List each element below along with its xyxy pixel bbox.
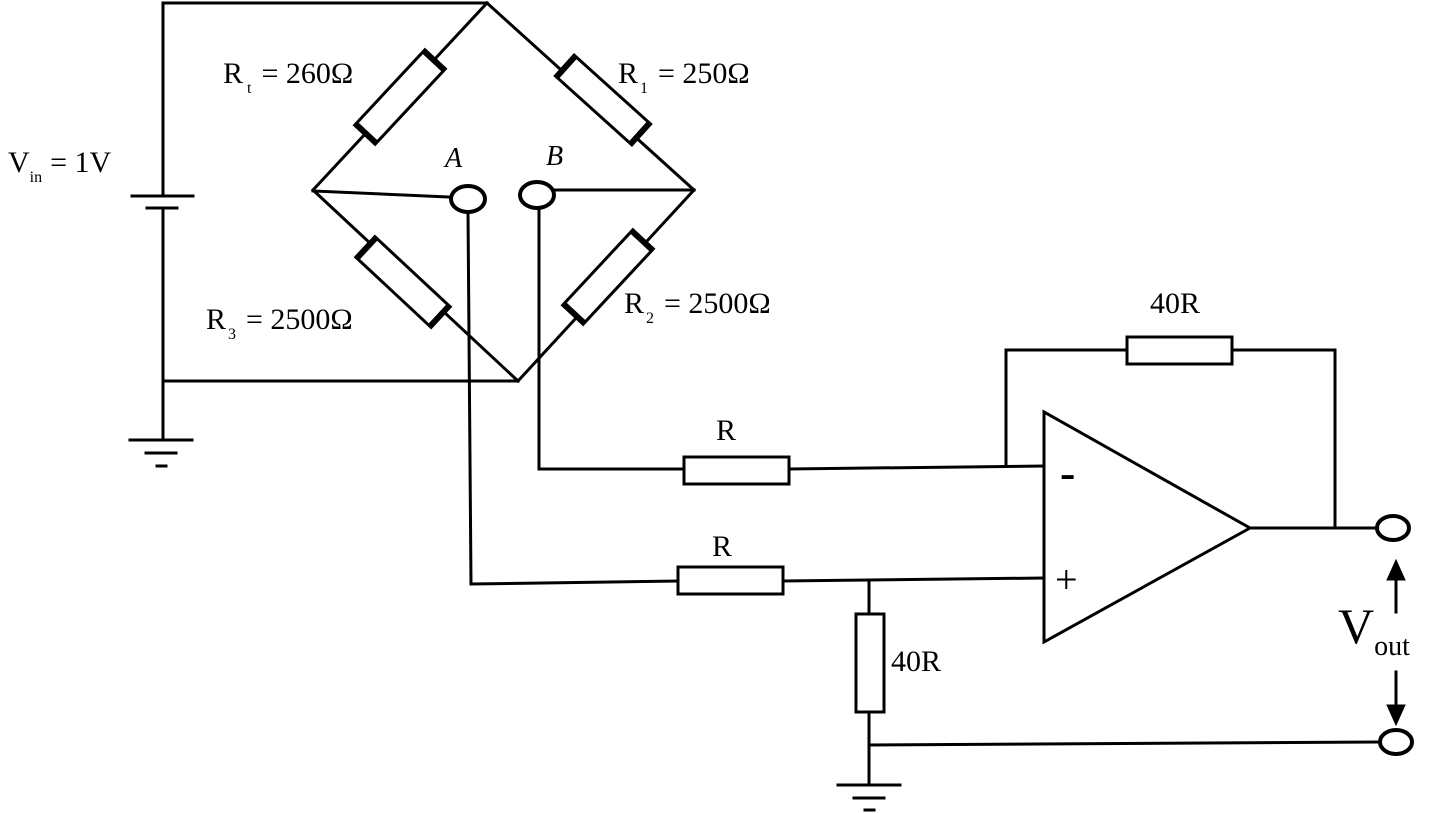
resistor-input-plus <box>676 565 785 596</box>
resistor-r3 <box>353 234 453 330</box>
resistor-feedback <box>1125 335 1234 366</box>
output-terminal-bottom <box>1378 728 1414 756</box>
node-b-label: B <box>546 141 563 172</box>
node-a-terminal <box>449 184 487 214</box>
vout-arrow-down <box>1386 670 1406 727</box>
vin-value: = 1V <box>50 146 111 179</box>
resistor-r1 <box>553 53 653 147</box>
input-resistor-plus-label: R <box>712 530 732 563</box>
input-resistor-minus-label: R <box>716 414 736 447</box>
resistor-ground-leg <box>854 612 886 714</box>
node-a-label: A <box>443 143 463 174</box>
op-amp-minus-sign: - <box>1060 447 1075 498</box>
feedback-resistor-label: 40R <box>1150 287 1200 320</box>
vout-main: V <box>1338 598 1374 654</box>
vout-label: Vout <box>1338 598 1410 662</box>
voltage-source <box>130 1 520 442</box>
vout-sub: out <box>1374 631 1410 662</box>
resistor-rt <box>352 47 448 147</box>
ground-symbol-right <box>836 783 902 812</box>
vout-arrow-up <box>1386 558 1406 614</box>
resistor-r2 <box>560 227 656 327</box>
node-b-terminal <box>518 180 556 210</box>
vin-sub: in <box>30 169 42 186</box>
amp-input-wires <box>466 206 1379 787</box>
output-terminal-top <box>1375 514 1411 542</box>
ground-resistor-label: 40R <box>891 645 941 678</box>
vin-main: V <box>8 146 30 179</box>
vin-label: Vin = 1V <box>8 146 112 186</box>
ground-symbol-left <box>128 438 194 468</box>
resistor-input-minus <box>682 455 791 486</box>
op-amp-plus-sign: + <box>1055 557 1078 602</box>
op-amp-triangle <box>1042 409 1254 645</box>
